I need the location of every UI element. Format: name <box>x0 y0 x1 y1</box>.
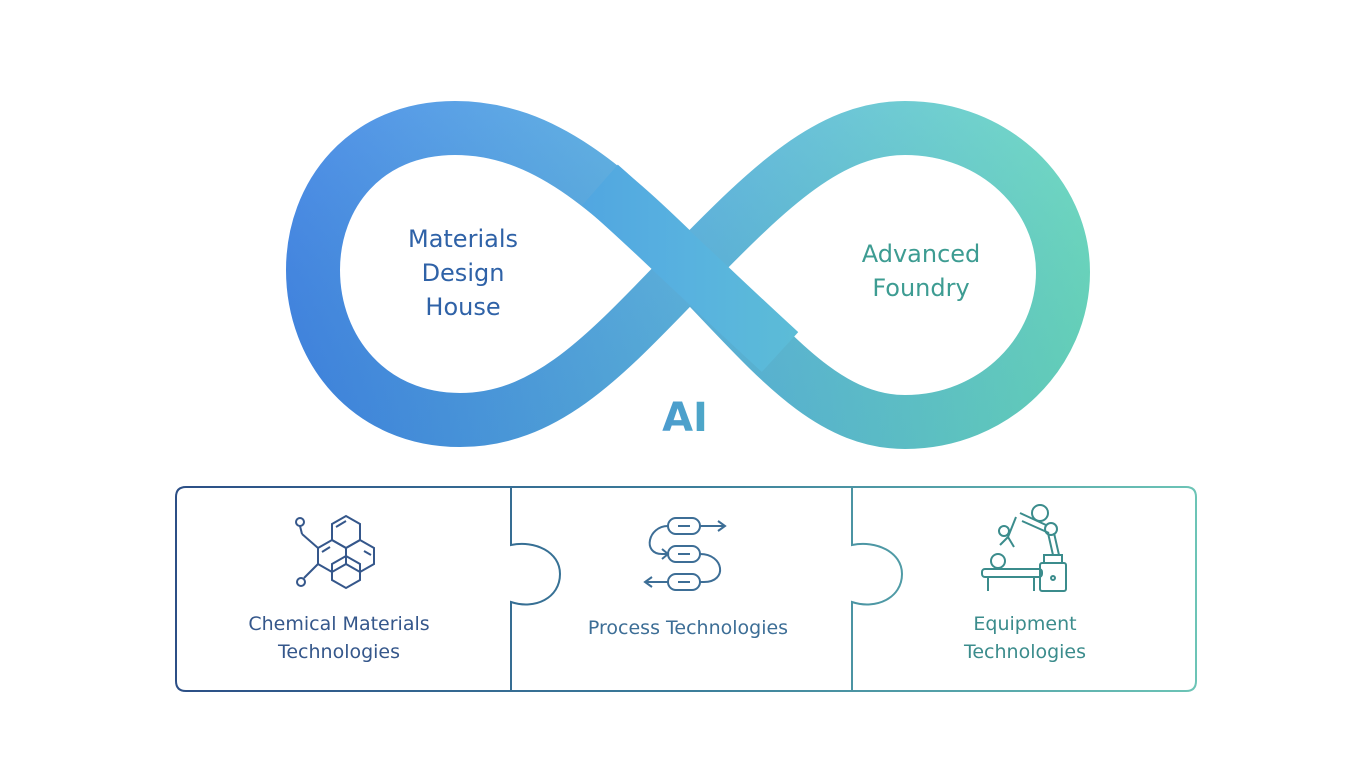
advanced-foundry-label: Advanced Foundry <box>861 240 981 302</box>
robotic-arm-icon <box>981 504 1067 592</box>
puzzle-piece-chemical <box>175 486 562 692</box>
equipment-technologies-label: Equipment Technologies <box>963 613 1087 663</box>
infinity-loop <box>286 101 1090 449</box>
puzzle-piece-equipment <box>852 486 1197 692</box>
infinity-crossing <box>582 164 799 372</box>
molecule-icon <box>295 514 375 590</box>
chemical-materials-label: Chemical Materials Technologies <box>248 613 430 663</box>
puzzle-piece-process <box>511 486 904 692</box>
process-flow-icon <box>643 517 727 591</box>
ai-label: AI <box>620 394 750 442</box>
materials-design-house-label: Materials Design House <box>407 225 518 321</box>
process-technologies-label: Process Technologies <box>587 617 789 639</box>
